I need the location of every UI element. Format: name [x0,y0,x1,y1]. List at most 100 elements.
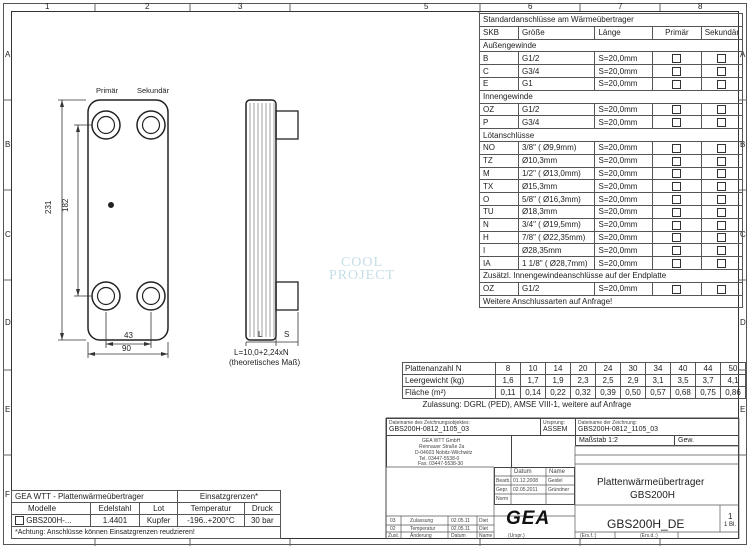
secondary-checkbox[interactable] [717,233,727,243]
connection-len: S=20,0mm [594,204,654,219]
connection-primary-cell [652,204,702,219]
connection-size: 1 1/8" ( Ø28,7mm) [517,256,596,270]
secondary-checkbox[interactable] [717,284,727,294]
solder-value: Kupfer [139,514,179,527]
rev-text-1: Zulassung [410,518,434,524]
frame-row-d: D [5,318,11,327]
connection-skb: TZ [479,153,519,168]
scale-value: Maßstab 1:2 [579,437,618,444]
connection-len: S=20,0mm [594,243,654,258]
connection-primary-cell [652,281,702,296]
plates-value: 20 [570,362,596,375]
frame-col-6: 6 [528,2,533,11]
secondary-checkbox[interactable] [717,105,727,115]
drawing-number: GBS200H_DE [607,517,685,531]
front-view [58,99,169,358]
connection-size: Ø28,35mm [517,243,596,258]
primary-checkbox[interactable] [672,182,682,192]
primary-checkbox[interactable] [672,194,682,204]
connection-primary-cell [652,192,702,206]
plates-value: 0,22 [545,386,571,399]
primary-checkbox[interactable] [672,79,682,89]
drawing-model: GBS200H [630,490,676,501]
sheet-count: 1 Bl. [724,522,737,528]
plates-value: 0,57 [645,386,671,399]
rev-header-name: Name [479,533,493,539]
model-checkbox[interactable] [15,516,24,526]
connection-skb: C [479,64,519,78]
frame-row-d-right: D [740,318,746,327]
secondary-checkbox[interactable] [717,118,727,128]
plates-value: 0,14 [520,386,546,399]
rev-header-change: Änderung [410,533,432,539]
connection-skb: B [479,51,519,66]
connection-secondary-cell [700,140,744,155]
connection-primary-cell [652,243,702,258]
connection-secondary-cell [700,102,744,117]
connection-len: S=20,0mm [594,153,654,168]
weight-box: Gew. [674,435,739,446]
connection-skb: TU [479,204,519,219]
connection-size: G1 [517,76,596,91]
connection-secondary-cell [700,166,744,181]
frame-col-2: 2 [145,2,150,11]
secondary-checkbox[interactable] [717,246,727,256]
primary-checkbox[interactable] [672,156,682,166]
connection-size: 5/8" ( Ø16,3mm) [517,192,596,206]
connection-size: G1/2 [517,281,596,296]
dim-43: 43 [124,331,133,340]
secondary-checkbox[interactable] [717,54,727,64]
limits-title: Einsatzgrenzen* [177,490,281,503]
secondary-checkbox[interactable] [717,66,727,76]
secondary-checkbox[interactable] [717,220,727,230]
connection-primary-cell [652,166,702,181]
secondary-checkbox[interactable] [717,156,727,166]
connection-skb: OZ [479,281,519,296]
primary-checkbox[interactable] [672,207,682,217]
connection-secondary-cell [700,217,744,232]
temperature-value: -196..+200°C [177,514,245,527]
connection-primary-cell [652,115,702,130]
primary-checkbox[interactable] [672,258,682,268]
plates-value: 40 [670,362,696,375]
connection-primary-cell [652,230,702,245]
header-pressure: Druck [243,502,282,515]
secondary-checkbox[interactable] [717,182,727,192]
primary-checkbox[interactable] [672,220,682,230]
section-row: Außengewinde [479,38,743,53]
secondary-checkbox[interactable] [717,143,727,153]
dim-l: L [258,330,263,339]
drawing-file-label: Dateiname der Zeichnung: [578,420,637,426]
primary-checkbox[interactable] [672,284,682,294]
frame-row-e-right: E [740,405,746,414]
secondary-checkbox[interactable] [717,169,727,179]
connection-len: S=20,0mm [594,115,654,130]
connection-size: 1/2" ( Ø13,0mm) [517,166,596,181]
primary-checkbox[interactable] [672,105,682,115]
primary-checkbox[interactable] [672,169,682,179]
dim-231: 231 [44,200,53,214]
secondary-checkbox[interactable] [717,207,727,217]
frame-row-e: E [5,405,11,414]
primary-checkbox[interactable] [672,143,682,153]
connection-secondary-cell [700,256,744,270]
secondary-checkbox[interactable] [717,258,727,268]
dim-90: 90 [122,344,131,353]
primary-checkbox[interactable] [672,233,682,243]
connection-len: S=20,0mm [594,256,654,270]
connection-secondary-cell [700,230,744,245]
primary-checkbox[interactable] [672,66,682,76]
rev-date-1: 02.05.11 [451,518,471,524]
secondary-checkbox[interactable] [717,194,727,204]
connection-len: S=20,0mm [594,51,654,66]
secondary-checkbox[interactable] [717,79,727,89]
row-label-norm: Norm [496,496,509,502]
primary-checkbox[interactable] [672,54,682,64]
primary-checkbox[interactable] [672,118,682,128]
primary-checkbox[interactable] [672,246,682,256]
